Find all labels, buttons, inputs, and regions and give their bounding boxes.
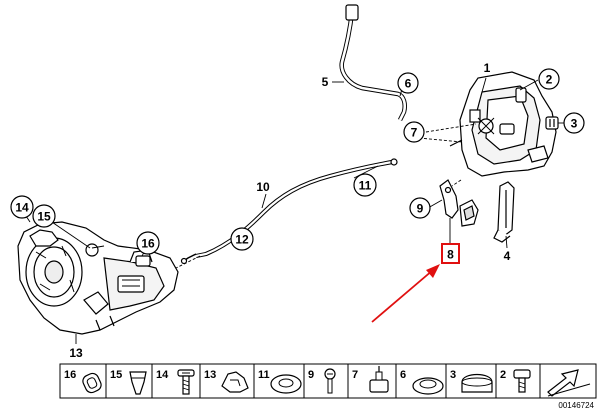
part-9-clip — [459, 199, 479, 227]
callout-16: 16 — [136, 231, 160, 255]
parts-strip: 16 15 14 13 — [59, 363, 597, 399]
svg-text:9: 9 — [417, 202, 424, 216]
svg-text:6: 6 — [400, 369, 406, 381]
callout-15: 15 — [32, 204, 56, 228]
part-1-lock-housing — [449, 71, 557, 177]
clip-icon — [221, 371, 249, 393]
callout-3: 3 — [563, 112, 585, 134]
dome-cap-icon — [461, 373, 493, 393]
svg-text:4: 4 — [504, 249, 511, 263]
svg-text:8: 8 — [447, 248, 454, 262]
strip-cell-6: 6 — [400, 369, 444, 395]
callout-1: 1 — [484, 61, 491, 75]
part-3-bolt — [545, 116, 559, 130]
svg-text:1: 1 — [484, 61, 491, 75]
svg-text:6: 6 — [405, 77, 412, 91]
svg-text:7: 7 — [352, 369, 358, 381]
callout-8-highlighted: 8 — [441, 243, 460, 264]
callout-5: 5 — [322, 75, 329, 89]
callout-10: 10 — [256, 180, 270, 194]
svg-text:9: 9 — [308, 369, 314, 381]
strip-cell-16: 16 — [64, 369, 102, 394]
part-16-grommet — [135, 255, 151, 267]
strip-cell-7: 7 — [352, 366, 389, 393]
cable-end-icon — [369, 366, 389, 393]
svg-text:11: 11 — [258, 369, 270, 381]
part-4-lever — [493, 181, 515, 243]
part-8-bracket — [439, 179, 459, 219]
strip-cell-15: 15 — [110, 369, 147, 395]
callout-6: 6 — [397, 72, 419, 94]
part-5-rod — [339, 4, 407, 122]
svg-text:15: 15 — [110, 369, 122, 381]
screw-icon — [177, 369, 195, 395]
svg-text:3: 3 — [571, 117, 578, 131]
callout-4: 4 — [504, 249, 511, 263]
grommet-ring-icon — [412, 377, 444, 395]
highlight-arrow — [371, 264, 440, 323]
strip-cell-3: 3 — [450, 369, 493, 393]
svg-text:13: 13 — [204, 369, 216, 381]
view-direction-icon — [547, 369, 591, 397]
svg-text:14: 14 — [15, 201, 29, 215]
bolt-icon — [324, 368, 336, 394]
svg-text:13: 13 — [69, 346, 83, 360]
svg-text:12: 12 — [235, 233, 249, 247]
plug-cap-icon — [129, 371, 147, 395]
svg-text:15: 15 — [37, 210, 51, 224]
svg-text:7: 7 — [411, 126, 418, 140]
svg-text:16: 16 — [64, 369, 76, 381]
svg-text:2: 2 — [500, 369, 506, 381]
strip-cell-9: 9 — [308, 368, 336, 394]
strip-cell-11: 11 — [258, 369, 302, 394]
callout-14: 14 — [10, 195, 34, 219]
grommet-oval-icon — [82, 372, 102, 394]
svg-text:5: 5 — [322, 75, 329, 89]
part-13-latch-housing — [17, 221, 179, 335]
callout-7: 7 — [403, 121, 425, 143]
svg-text:11: 11 — [359, 179, 372, 193]
hex-bolt-icon — [513, 369, 531, 393]
part-14-plug — [29, 229, 59, 247]
strip-cell-13: 13 — [204, 369, 249, 393]
callout-13: 13 — [69, 346, 83, 360]
svg-text:16: 16 — [141, 237, 155, 251]
svg-text:14: 14 — [156, 369, 169, 381]
svg-text:10: 10 — [256, 180, 270, 194]
svg-text:2: 2 — [546, 73, 553, 87]
callout-9: 9 — [409, 197, 431, 219]
callout-12: 12 — [230, 227, 254, 251]
strip-cell-14: 14 — [156, 369, 195, 395]
svg-text:3: 3 — [450, 369, 456, 381]
strip-cell-2: 2 — [500, 369, 531, 393]
grommet-round-icon — [270, 374, 302, 394]
callout-2: 2 — [538, 68, 560, 90]
reference-number: 00146724 — [558, 401, 594, 410]
callout-11: 11 — [353, 173, 377, 197]
